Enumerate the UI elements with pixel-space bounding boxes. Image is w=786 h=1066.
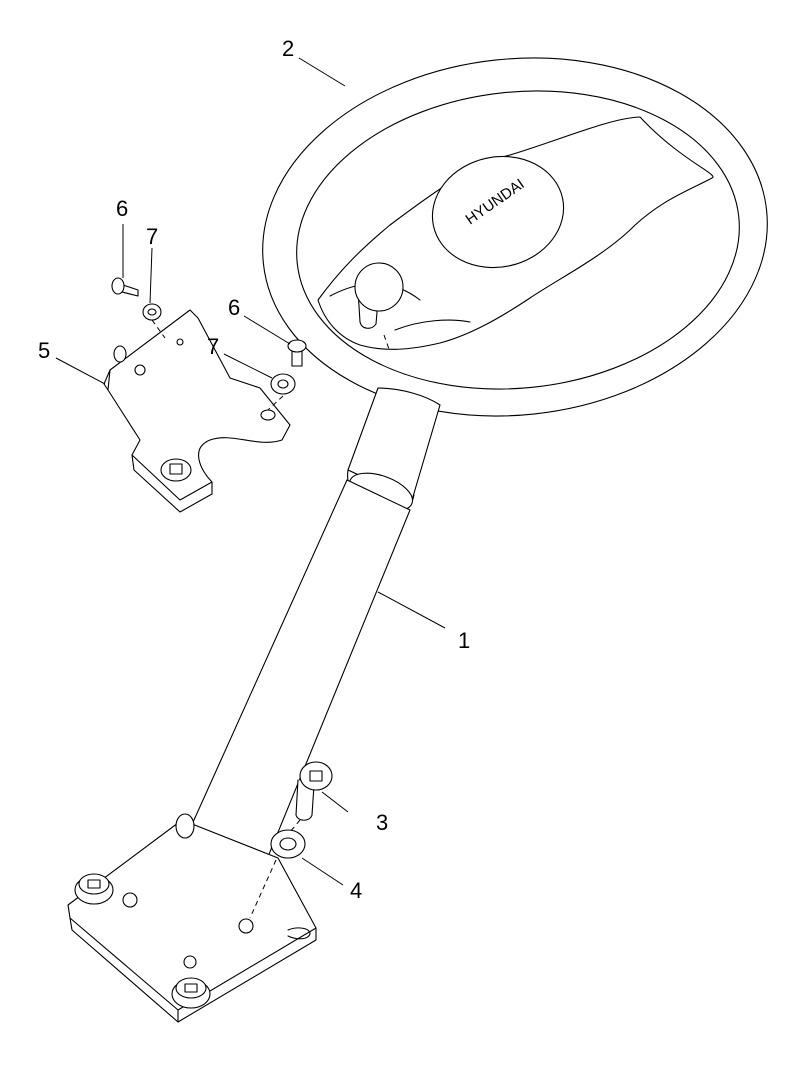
steering-wheel: HYUNDAI	[262, 57, 768, 417]
washer-7-left	[142, 303, 162, 321]
callout-3: 3	[376, 810, 389, 835]
base-bolt-front	[171, 977, 211, 1009]
callout-1: 1	[458, 628, 471, 653]
washer-4	[270, 829, 306, 859]
bolt-6-left	[111, 277, 139, 297]
washer-7-right	[270, 373, 296, 395]
assembly-guide-lines	[151, 319, 391, 919]
callout-7-left: 7	[146, 224, 159, 249]
callout-5: 5	[38, 338, 51, 363]
horn-cap: HYUNDAI	[431, 155, 565, 269]
bolt-6-right	[287, 339, 307, 367]
callout-6-left: 6	[116, 196, 129, 221]
bolt-3	[295, 761, 333, 821]
callout-7-right: 7	[207, 334, 220, 359]
callout-4: 4	[350, 878, 363, 903]
callout-6-right: 6	[228, 295, 241, 320]
callout-2: 2	[282, 36, 295, 61]
base-plate	[67, 813, 317, 1023]
spinner-knob	[354, 262, 404, 329]
leader-lines	[55, 57, 446, 886]
base-bolt-left	[74, 873, 114, 905]
mounting-bracket	[103, 309, 291, 513]
bracket-bolt	[160, 458, 192, 482]
